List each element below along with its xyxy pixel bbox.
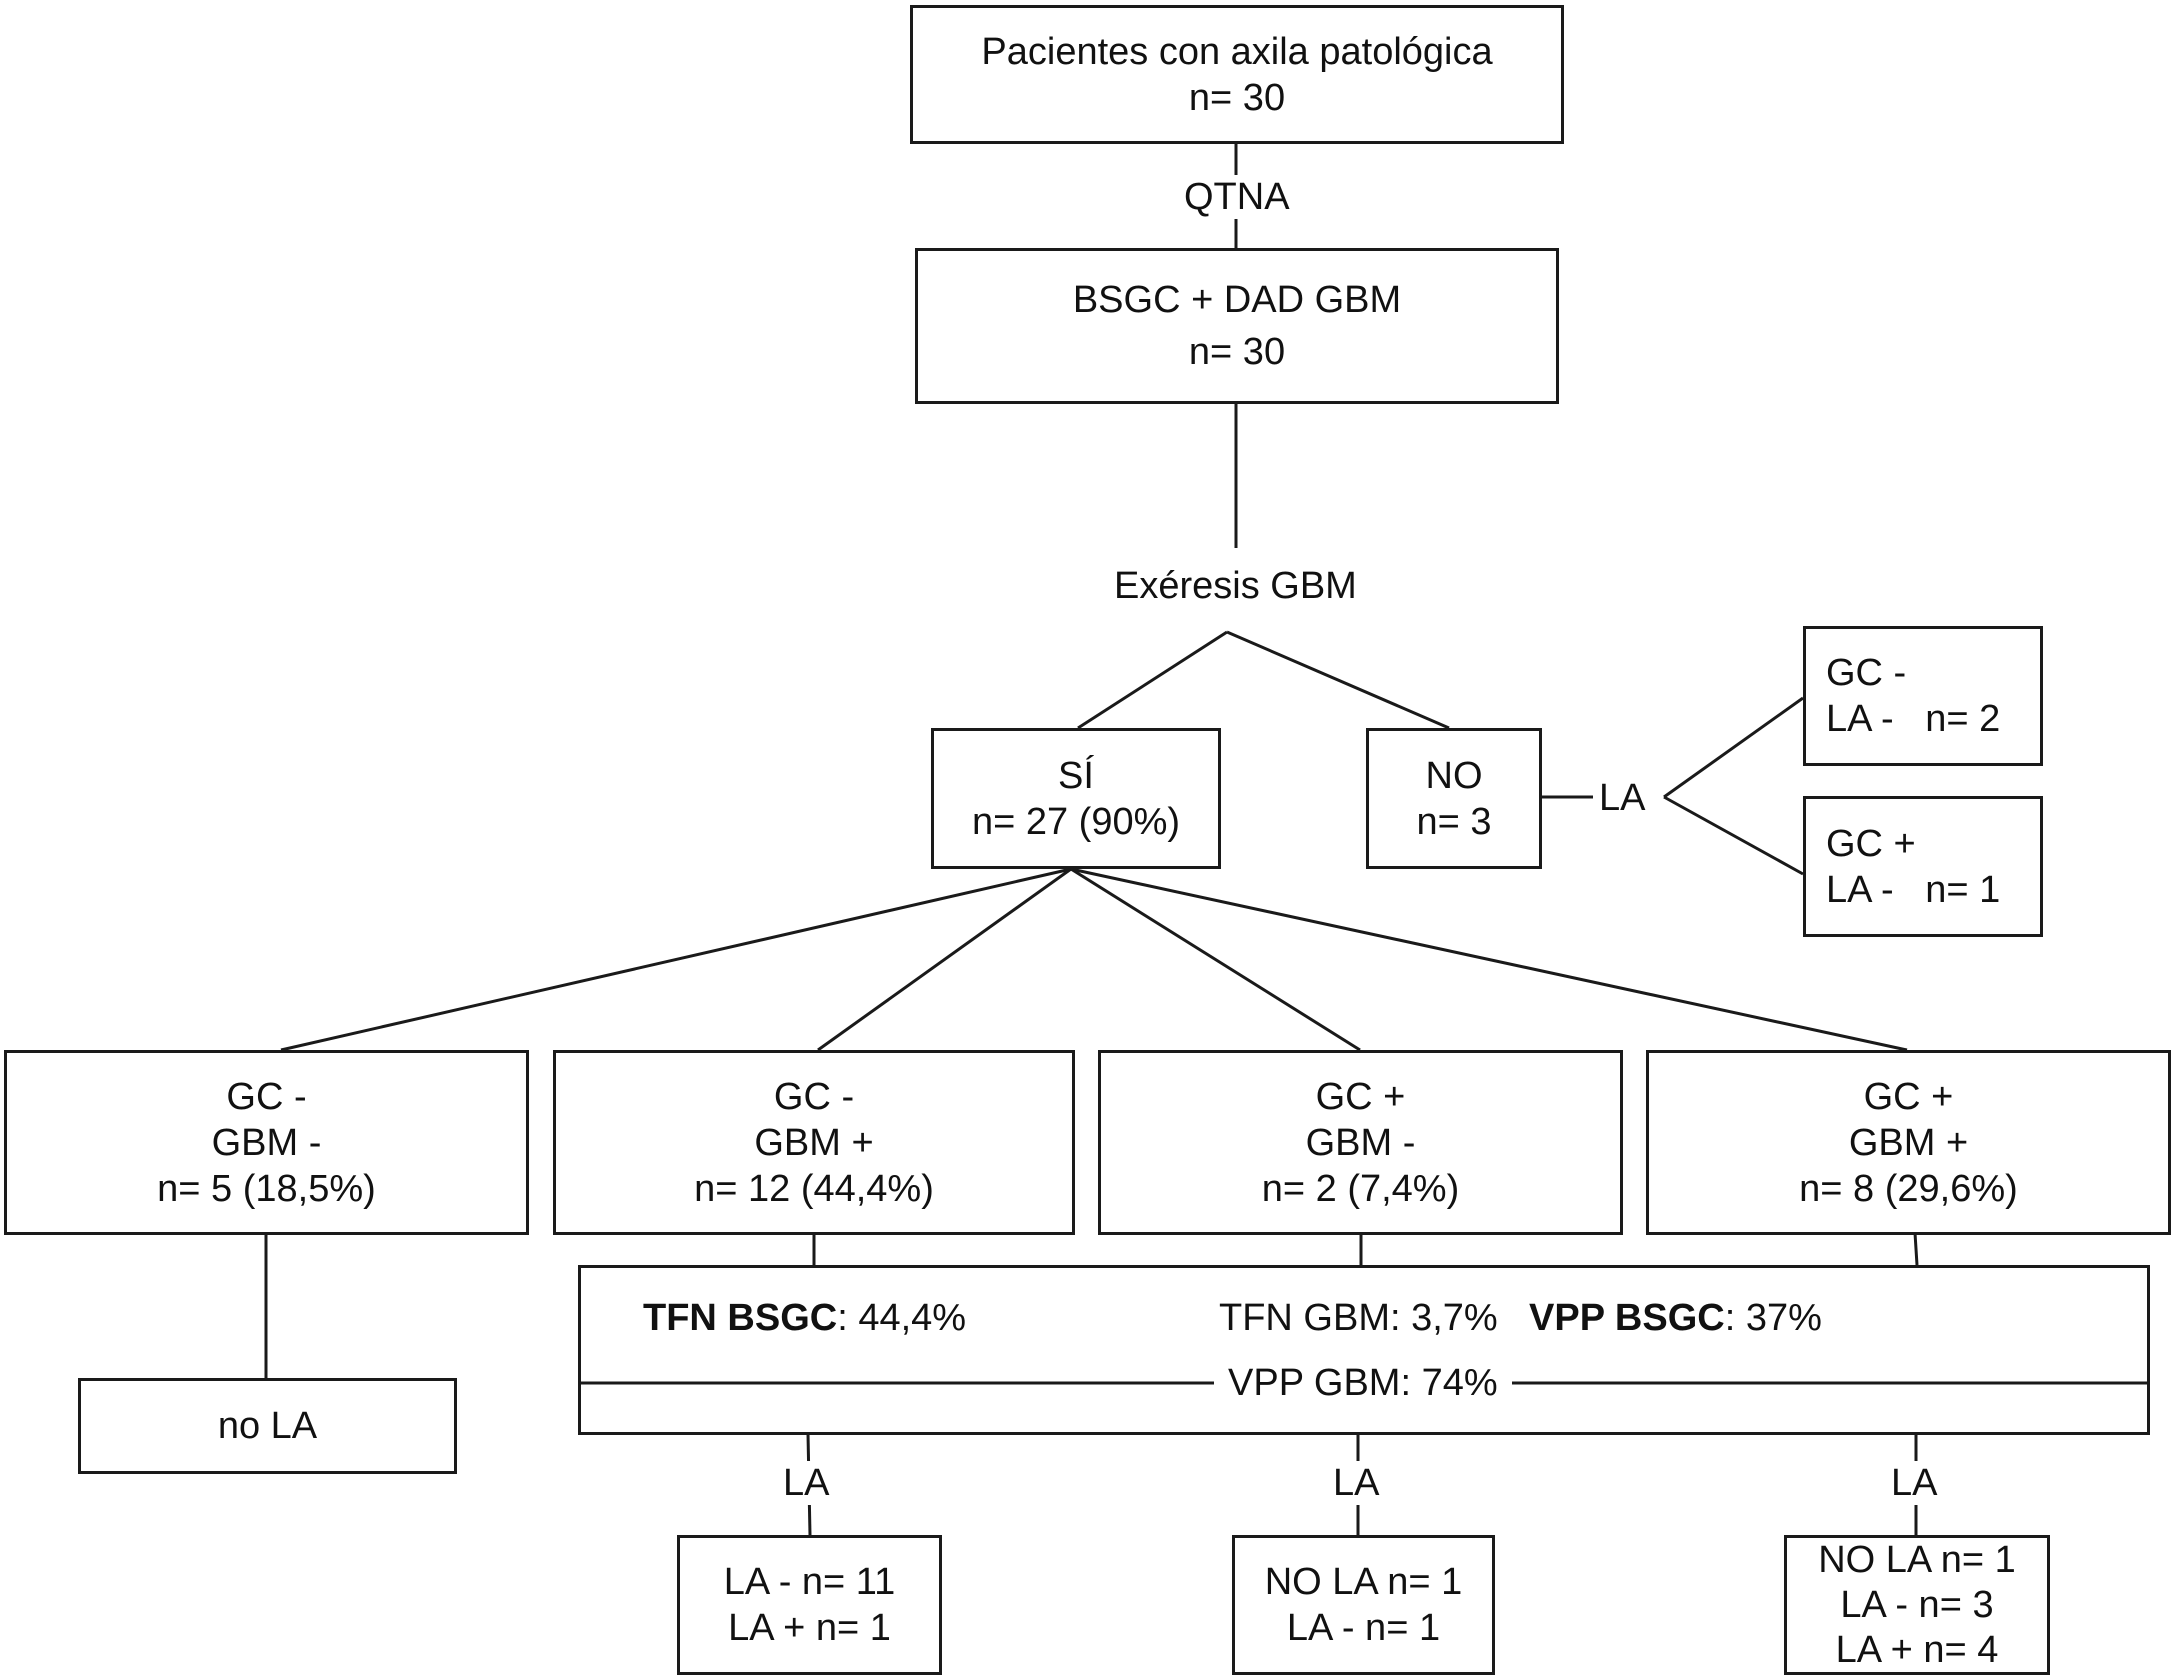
no-count: n= 3 — [1416, 800, 1492, 843]
g1-count: n= 5 (18,5%) — [157, 1167, 376, 1210]
edge-label-la-no: LA — [1593, 776, 1652, 820]
edge-si-g4 — [1070, 867, 1908, 1052]
bsgc-node: BSGC + DAD GBM n= 30 — [915, 248, 1559, 404]
metric-tfn-bsgc-name: TFN BSGC — [643, 1297, 838, 1339]
no-title: NO — [1425, 754, 1483, 797]
result-gcneg-gbmpos: LA - n= 11 LA + n= 1 — [677, 1535, 942, 1675]
edge-exeresis-no — [1226, 630, 1450, 730]
group-gcneg-gbmneg: GC - GBM - n= 5 (18,5%) — [4, 1050, 529, 1235]
no-gcneg-la: LA - n= 2 — [1826, 698, 2001, 740]
g1-gbm: GBM - — [211, 1121, 322, 1164]
bsgc-title: BSGC + DAD GBM — [1072, 279, 1402, 321]
edge-label-la-1: LA — [775, 1461, 838, 1505]
r1-line2: LA + n= 1 — [728, 1607, 891, 1649]
metric-tfn-bsgc: TFN BSGC: 44,4% — [637, 1296, 973, 1340]
edge-label-la-2: LA — [1325, 1461, 1388, 1505]
edge-g4-metrics — [1913, 1232, 1919, 1266]
metric-vpp-bsgc-value: : 37% — [1724, 1297, 1822, 1339]
g4-gc: GC + — [1863, 1075, 1954, 1118]
no-gcpos-la: LA - n= 1 — [1826, 868, 2001, 911]
edge-la-gcpos — [1663, 795, 1804, 876]
group-gcneg-gbmpos: GC - GBM + n= 12 (44,4%) — [553, 1050, 1075, 1235]
metric-vpp-bsgc-name: VPP BSGC — [1529, 1297, 1725, 1339]
metrics-box — [578, 1265, 2150, 1435]
g3-gbm: GBM - — [1305, 1121, 1416, 1164]
no-la-text: no LA — [217, 1405, 318, 1447]
metric-tfn-bsgc-value: : 44,4% — [837, 1297, 967, 1339]
edge-label-exeresis: Exéresis GBM — [1106, 564, 1365, 608]
g4-count: n= 8 (29,6%) — [1799, 1167, 2018, 1210]
g2-gc: GC - — [773, 1075, 855, 1118]
edge-label-la-3: LA — [1883, 1461, 1946, 1505]
g4-gbm: GBM + — [1848, 1121, 1969, 1164]
metric-vpp-gbm: VPP GBM: 74% — [1214, 1361, 1512, 1405]
metric-tfn-gbm: TFN GBM: 3,7% — [1213, 1296, 1504, 1340]
no-gcpos-node: GC + LA - n= 1 — [1803, 796, 2043, 937]
group-gcpos-gbmpos: GC + GBM + n= 8 (29,6%) — [1646, 1050, 2171, 1235]
edge-si-g1 — [280, 867, 1072, 1052]
si-count: n= 27 (90%) — [971, 800, 1181, 843]
root-node: Pacientes con axila patológica n= 30 — [910, 5, 1564, 144]
no-la-node: no LA — [78, 1378, 457, 1474]
edge-la-gcneg — [1663, 696, 1804, 799]
g1-gc: GC - — [226, 1075, 307, 1118]
r2-line1: NO LA n= 1 — [1264, 1561, 1463, 1603]
result-gcpos-gbmpos: NO LA n= 1 LA - n= 3 LA + n= 4 — [1784, 1535, 2050, 1675]
edge-label-qtna: QTNA — [1176, 175, 1298, 219]
si-node: SÍ n= 27 (90%) — [931, 728, 1221, 869]
no-gcneg-gc: GC - — [1826, 652, 1907, 694]
si-title: SÍ — [1058, 754, 1094, 797]
r3-line3: LA + n= 4 — [1835, 1628, 1999, 1671]
root-count: n= 30 — [1188, 76, 1286, 119]
r1-line1: LA - n= 11 — [723, 1561, 896, 1603]
no-gcpos-gc: GC + — [1826, 822, 1916, 865]
r2-line2: LA - n= 1 — [1286, 1607, 1441, 1649]
result-gcpos-gbmneg: NO LA n= 1 LA - n= 1 — [1232, 1535, 1495, 1675]
edge-exeresis-si — [1077, 630, 1228, 730]
root-title: Pacientes con axila patológica — [981, 30, 1493, 73]
metric-vpp-bsgc: VPP BSGC: 37% — [1523, 1296, 1828, 1340]
r3-line1: NO LA n= 1 — [1818, 1538, 2016, 1581]
edge-si-g3 — [1070, 867, 1361, 1052]
g3-gc: GC + — [1315, 1075, 1406, 1118]
g2-count: n= 12 (44,4%) — [694, 1167, 934, 1210]
edge-si-g2 — [817, 867, 1072, 1052]
g2-gbm: GBM + — [754, 1121, 874, 1164]
g3-count: n= 2 (7,4%) — [1261, 1167, 1460, 1210]
r3-line2: LA - n= 3 — [1840, 1583, 1994, 1626]
no-gcneg-node: GC - LA - n= 2 — [1803, 626, 2043, 766]
no-node: NO n= 3 — [1366, 728, 1542, 869]
bsgc-count: n= 30 — [1188, 331, 1286, 373]
group-gcpos-gbmneg: GC + GBM - n= 2 (7,4%) — [1098, 1050, 1623, 1235]
